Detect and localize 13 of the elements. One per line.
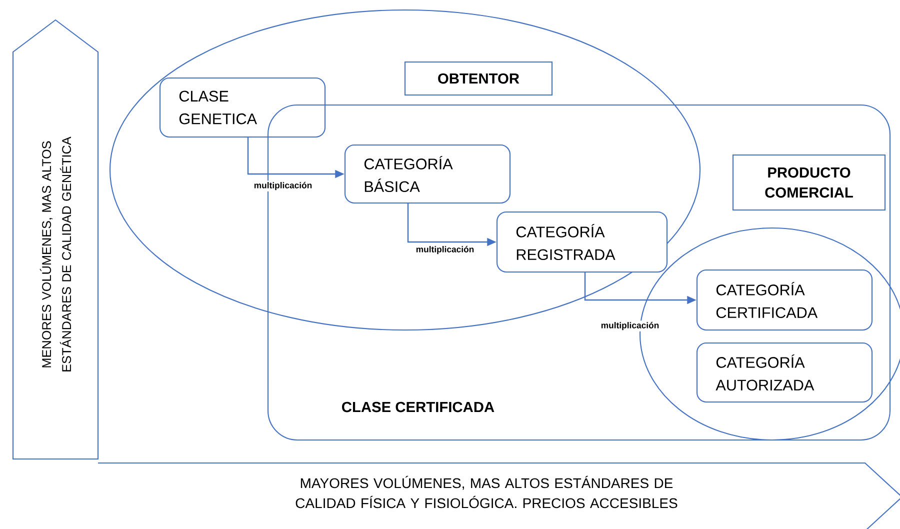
heading-box: OBTENTOR [404,61,553,96]
edge-label: multiplicación [252,180,314,192]
category-box: CLASE GENETICA [159,77,326,138]
category-box: CATEGORÍA BÁSICA [344,144,511,204]
category-box: CATEGORÍA CERTIFICADA [696,269,873,331]
group-ellipse [109,9,701,331]
direction-band: MENORES VOLÚMENES, MAS ALTOS ESTÁNDARES DE CALIDAD GENÉTICA [12,19,99,460]
direction-band: MAYORES VOLÚMENES, MAS ALTOS ESTÁNDARES DE CALIDAD FÍSICA Y FISIOLÓGICA. PRECIOS ACCESIBLES [98,462,900,529]
edge-label: multiplicación [414,244,476,256]
category-box: CATEGORÍA AUTORIZADA [696,342,873,403]
heading-box: PRODUCTO COMERCIAL [732,154,886,211]
category-box: CATEGORÍA REGISTRADA [496,211,668,273]
edge-label: multiplicación [600,320,660,332]
